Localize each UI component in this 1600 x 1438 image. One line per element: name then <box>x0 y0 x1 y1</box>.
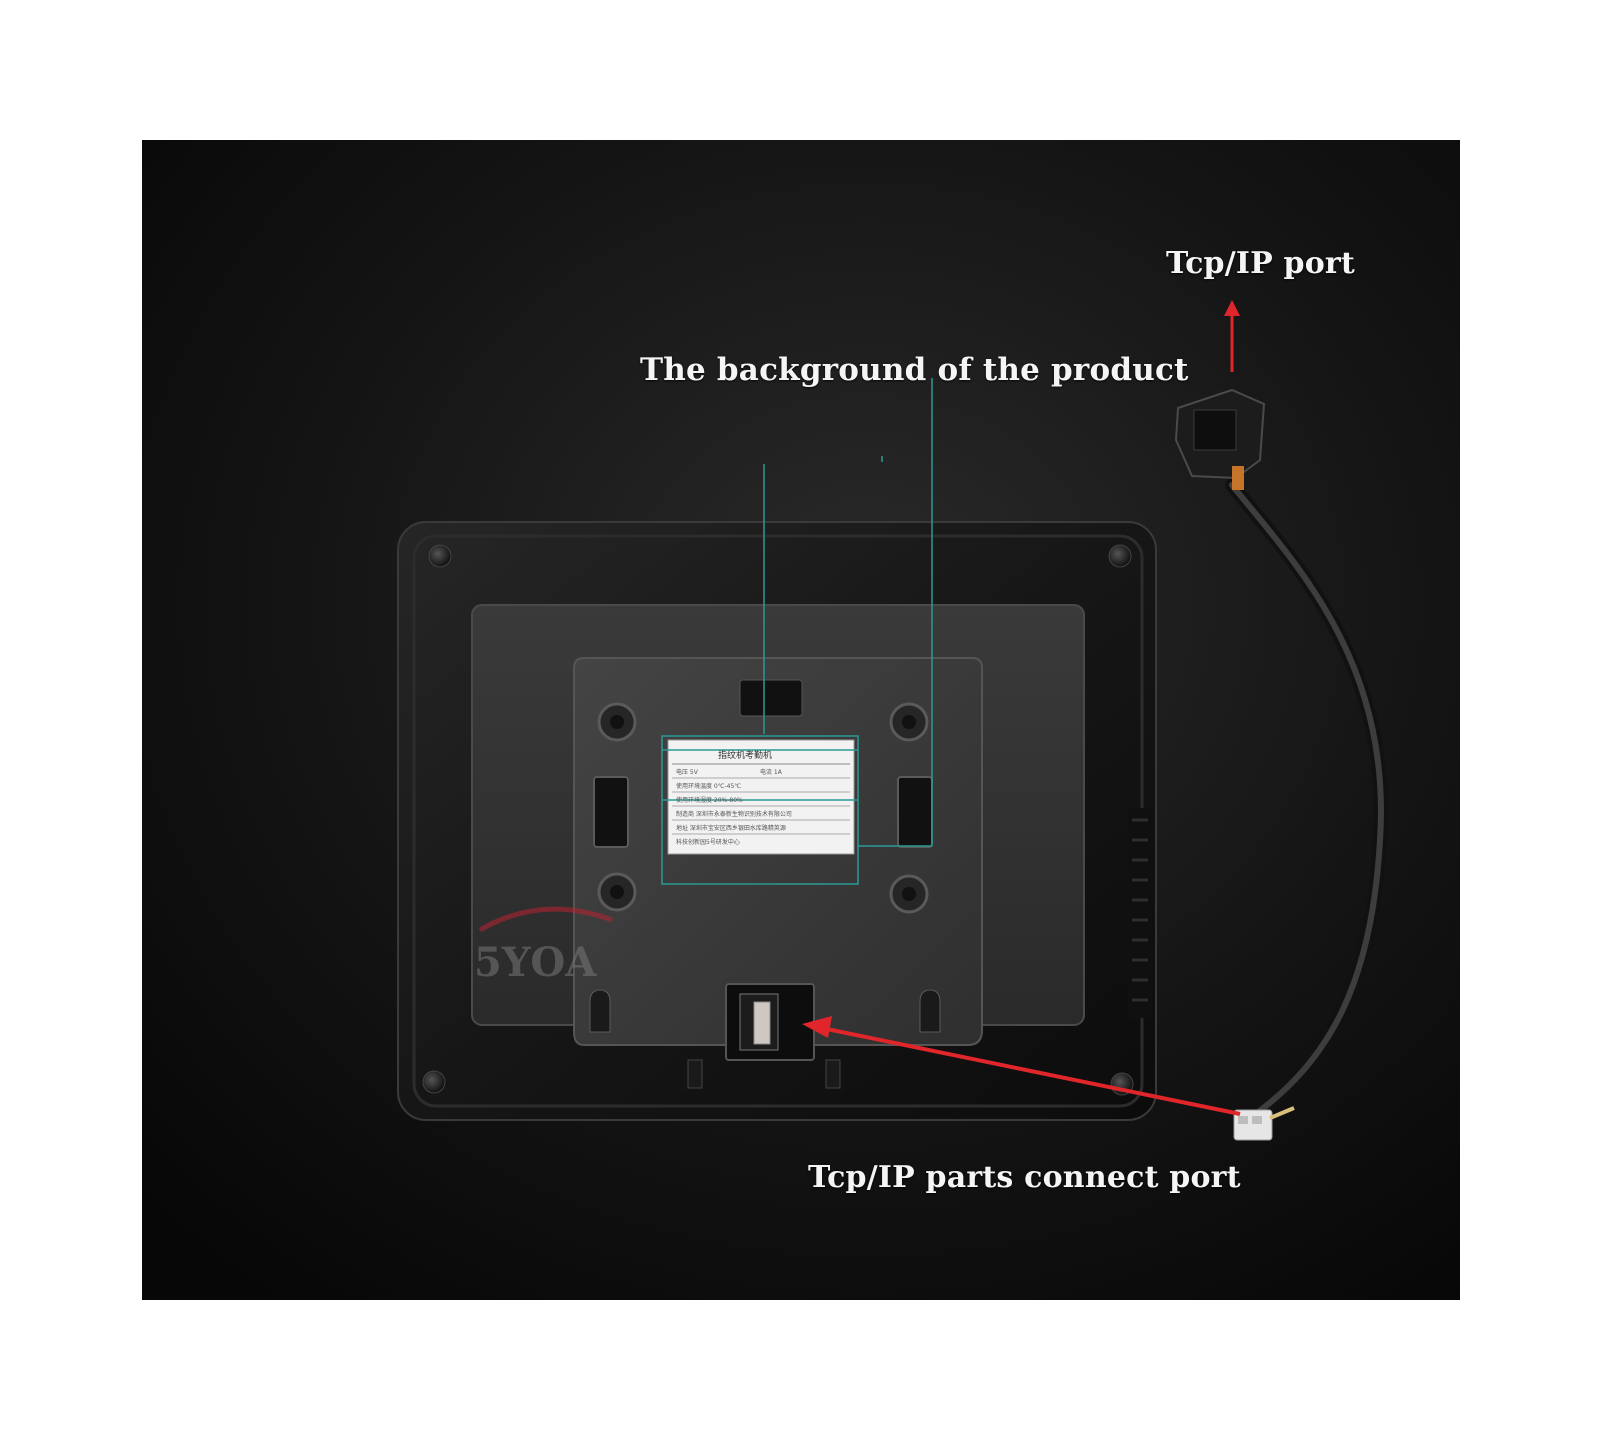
device-back <box>397 521 1157 1121</box>
arrow-to-connect-port <box>821 1026 1241 1116</box>
annotation-box <box>661 735 859 885</box>
device-label-row: 使用环境温度 0℃-45℃ <box>676 782 741 790</box>
device-label-row: 地址 深圳市宝安区西乡银田水库路精英源 <box>676 824 786 832</box>
left-slot <box>593 776 629 848</box>
callout-background-of-product: The background of the product <box>640 352 1189 388</box>
right-slot <box>897 776 933 848</box>
device-label-row: 使用环境湿度 20%-80% <box>676 796 743 804</box>
device-label-row: 制造商 深圳市永泰新生物识别技术有限公司 <box>676 810 792 818</box>
callout-tcp-ip-connect-port: Tcp/IP parts connect port <box>808 1160 1241 1195</box>
device-label-title: 指纹机考勤机 <box>718 749 772 761</box>
top-slot <box>739 679 803 717</box>
product-photo: 5YOA 指纹机考勤机 电压 5V 电流 1A 使用环境温度 0℃-45℃ 使用… <box>142 140 1460 1300</box>
device-label-row: 电压 5V <box>676 768 699 776</box>
corner-screw <box>1108 544 1132 568</box>
callout-arrows <box>802 300 1241 1116</box>
watermark-logo: 5YOA <box>474 906 613 986</box>
tcp-ip-connect-port <box>725 983 815 1061</box>
mounting-holes <box>597 702 929 914</box>
side-vent <box>1128 808 1152 1018</box>
tcp-ip-module <box>1174 388 1388 1141</box>
annotation-lines <box>661 378 933 885</box>
callout-tcp-ip-port: Tcp/IP port <box>1166 246 1355 281</box>
watermark-text: 5YOA <box>474 939 597 986</box>
product-photo-svg: 5YOA 指纹机考勤机 电压 5V 电流 1A 使用环境温度 0℃-45℃ 使用… <box>142 140 1460 1300</box>
device-label-sticker <box>667 739 855 855</box>
device-label-row: 电流 1A <box>760 768 783 776</box>
device-label <box>667 739 855 855</box>
corner-screw <box>428 544 452 568</box>
device-label-row: 科技创新园5号研发中心 <box>676 838 740 846</box>
corner-screw <box>422 1070 446 1094</box>
